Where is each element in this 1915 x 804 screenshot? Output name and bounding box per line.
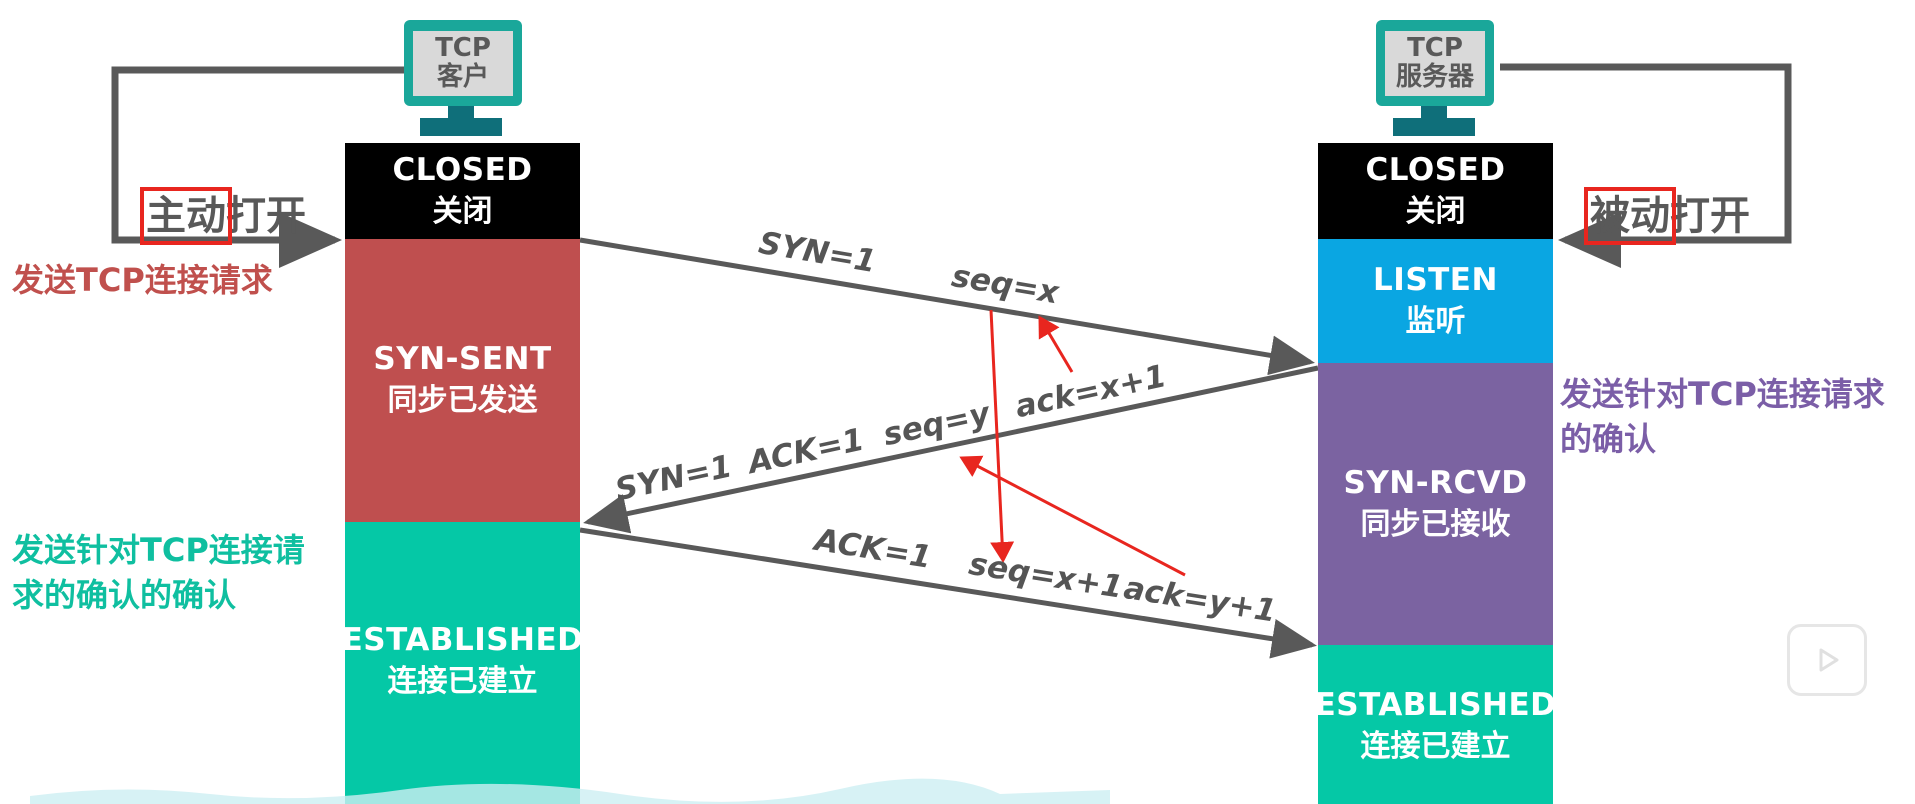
client-established-zh: 连接已建立 <box>387 663 538 699</box>
red-arrow-ackno-to-seqy <box>959 455 1186 577</box>
server-monitor-neck <box>1421 106 1447 118</box>
note-send-request: 发送TCP连接请求 <box>12 258 273 303</box>
server-open-rest: 打开 <box>1670 193 1750 239</box>
client-syn-sent-zh: 同步已发送 <box>387 383 538 419</box>
client-monitor-base <box>420 118 502 136</box>
server-monitor-line1: TCP <box>1407 33 1463 64</box>
client-state-established: ESTABLISHED 连接已建立 <box>342 522 583 804</box>
msg3-arrow <box>579 527 1317 659</box>
play-icon[interactable] <box>1787 624 1867 696</box>
client-monitor-line2: 客户 <box>436 62 489 92</box>
client-open-loop <box>111 66 405 268</box>
client-open-highlight: 主动 <box>140 187 232 245</box>
note-ack: 发送针对TCP连接请求 的确认 <box>1560 372 1885 462</box>
note-ack-line1: 发送针对TCP连接请求 <box>1560 375 1885 413</box>
note-ack-line2: 的确认 <box>1560 419 1657 458</box>
client-active-open-label: 主动打开 <box>140 183 306 245</box>
server-monitor-line2: 服务器 <box>1395 62 1474 92</box>
server-established-zh: 连接已建立 <box>1360 728 1511 764</box>
client-syn-sent-en: SYN-SENT <box>373 341 552 378</box>
server-state-syn-rcvd: SYN-RCVD 同步已接收 <box>1318 363 1553 645</box>
client-state-closed: CLOSED 关闭 <box>345 143 580 239</box>
server-syn-rcvd-zh: 同步已接收 <box>1360 506 1511 542</box>
server-passive-open-label: 被动打开 <box>1584 183 1750 245</box>
server-syn-rcvd-en: SYN-RCVD <box>1343 464 1528 501</box>
note-send-request-text: 发送TCP连接请求 <box>12 261 273 299</box>
red-arrow-seq-to-ack <box>989 309 1015 563</box>
note-ack-of-ack-line2: 求的确认的确认 <box>12 575 237 614</box>
note-ack-of-ack: 发送针对TCP连接请 求的确认的确认 <box>12 528 305 618</box>
server-state-established: ESTABLISHED 连接已建立 <box>1315 645 1556 804</box>
server-established-en: ESTABLISHED <box>1314 687 1557 723</box>
client-monitor-neck <box>448 106 474 118</box>
client-closed-en: CLOSED <box>392 151 533 188</box>
client-open-rest: 打开 <box>226 193 306 239</box>
client-monitor-icon: TCP 客户 <box>404 20 522 106</box>
server-closed-en: CLOSED <box>1365 151 1506 188</box>
red-arrow-ack-to-seq <box>1038 315 1074 373</box>
server-closed-zh: 关闭 <box>1405 193 1466 229</box>
server-open-highlight: 被动 <box>1584 187 1676 245</box>
server-monitor-base <box>1393 118 1475 136</box>
server-listen-zh: 监听 <box>1405 303 1466 339</box>
client-state-syn-sent: SYN-SENT 同步已发送 <box>345 239 580 522</box>
note-ack-of-ack-line1: 发送针对TCP连接请 <box>12 531 305 569</box>
server-state-closed: CLOSED 关闭 <box>1318 143 1553 239</box>
msg1-arrow <box>579 237 1315 376</box>
server-listen-en: LISTEN <box>1373 261 1498 298</box>
client-closed-zh: 关闭 <box>432 193 493 229</box>
server-open-loop <box>1500 63 1792 268</box>
play-triangle-icon <box>1819 648 1839 672</box>
server-monitor-icon: TCP 服务器 <box>1376 20 1494 106</box>
msg2-arrow <box>583 365 1319 534</box>
client-established-en: ESTABLISHED <box>341 622 584 658</box>
server-state-listen: LISTEN 监听 <box>1318 239 1553 363</box>
client-monitor-line1: TCP <box>435 33 491 64</box>
